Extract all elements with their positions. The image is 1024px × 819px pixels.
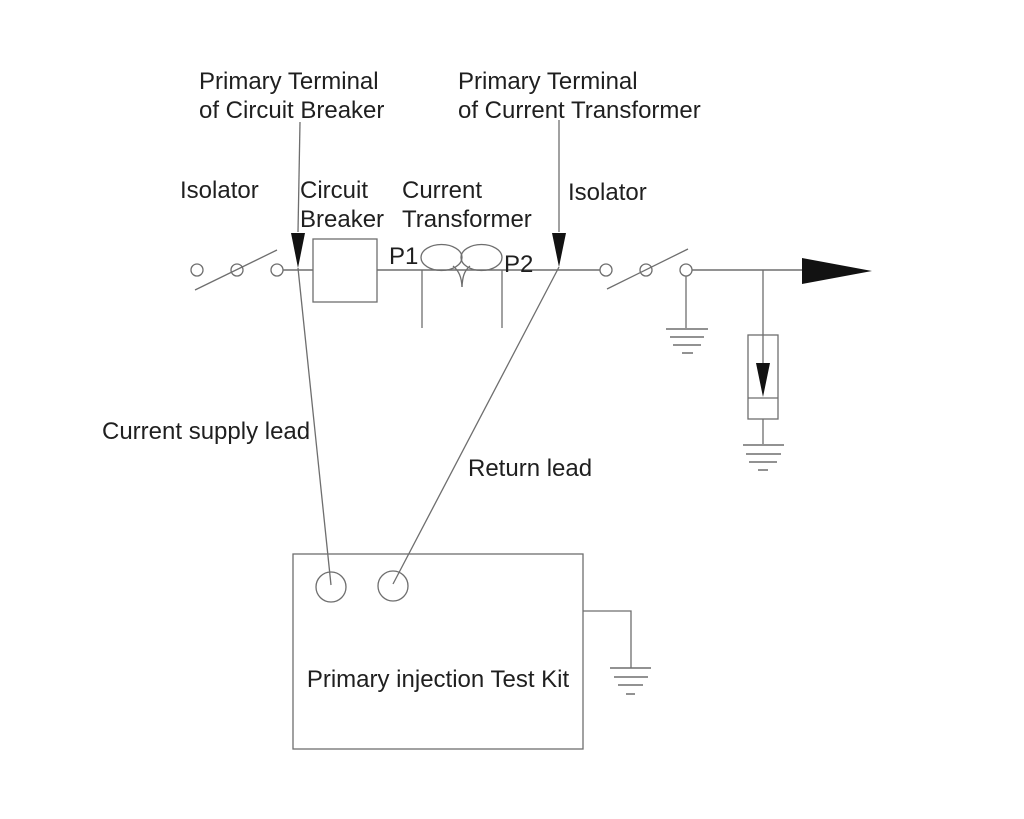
ground-icon-test-kit <box>583 610 651 695</box>
ct-crossing <box>461 265 471 288</box>
label-line: of Current Transformer <box>458 97 701 124</box>
surge-arrester-symbol <box>747 270 779 444</box>
cb-terminal-pointer <box>291 121 305 268</box>
isolator-contact <box>270 263 284 277</box>
test-kit-terminal <box>315 571 347 603</box>
label-line: of Circuit Breaker <box>199 97 385 124</box>
ground-lead <box>583 610 632 668</box>
label-isolator-right: Isolator <box>568 179 647 206</box>
isolator-contact <box>190 263 204 277</box>
ct-loop <box>460 243 503 272</box>
isolator-blade <box>194 249 278 291</box>
label-line: Breaker <box>300 206 385 233</box>
circuit-breaker-symbol <box>312 238 378 303</box>
isolator-contact <box>230 263 244 277</box>
ct-terminal-pointer <box>552 120 566 267</box>
down-arrow-icon <box>552 233 566 267</box>
current-supply-lead-line <box>297 267 332 586</box>
test-kit-terminal <box>377 570 409 602</box>
isolator-contact <box>639 263 653 277</box>
down-arrow-icon <box>291 233 305 268</box>
label-line: Current <box>402 177 483 204</box>
pointer-line <box>297 121 301 233</box>
label-line: Transformer <box>402 206 532 233</box>
label-terminal-p2: P2 <box>504 251 534 278</box>
ct-loop <box>420 243 463 272</box>
current-transformer-symbol <box>420 243 503 328</box>
label-line: Primary Terminal <box>199 68 379 95</box>
isolator-left-symbol <box>190 249 284 291</box>
label-line: Circuit <box>300 177 369 204</box>
flow-arrow-icon <box>802 258 872 284</box>
test-kit-symbol <box>292 553 584 750</box>
return-lead-line <box>392 266 560 585</box>
test-kit-box <box>292 553 584 750</box>
label-isolator-left: Isolator <box>180 177 259 204</box>
label-current-supply-lead: Current supply lead <box>102 418 311 445</box>
label-return-lead: Return lead <box>468 455 593 482</box>
label-terminal-p1: P1 <box>389 243 419 270</box>
label-primary-terminal-cb: Primary Terminal of Circuit Breaker <box>199 67 384 125</box>
ct-crossing <box>452 265 463 288</box>
label-test-kit: Primary injection Test Kit <box>306 666 570 693</box>
isolator-blade <box>606 248 689 290</box>
ground-icon-arrester <box>743 444 784 471</box>
isolator-right-symbol <box>599 248 693 290</box>
label-primary-terminal-ct: Primary Terminal of Current Transformer <box>458 67 701 125</box>
ground-icon-busbar <box>666 276 708 354</box>
label-current-transformer: Current Transformer <box>402 176 532 234</box>
label-line: Primary Terminal <box>458 68 638 95</box>
isolator-contact <box>599 263 613 277</box>
down-arrow-icon <box>756 363 770 397</box>
isolator-contact <box>679 263 693 277</box>
label-circuit-breaker: Circuit Breaker <box>300 176 384 234</box>
